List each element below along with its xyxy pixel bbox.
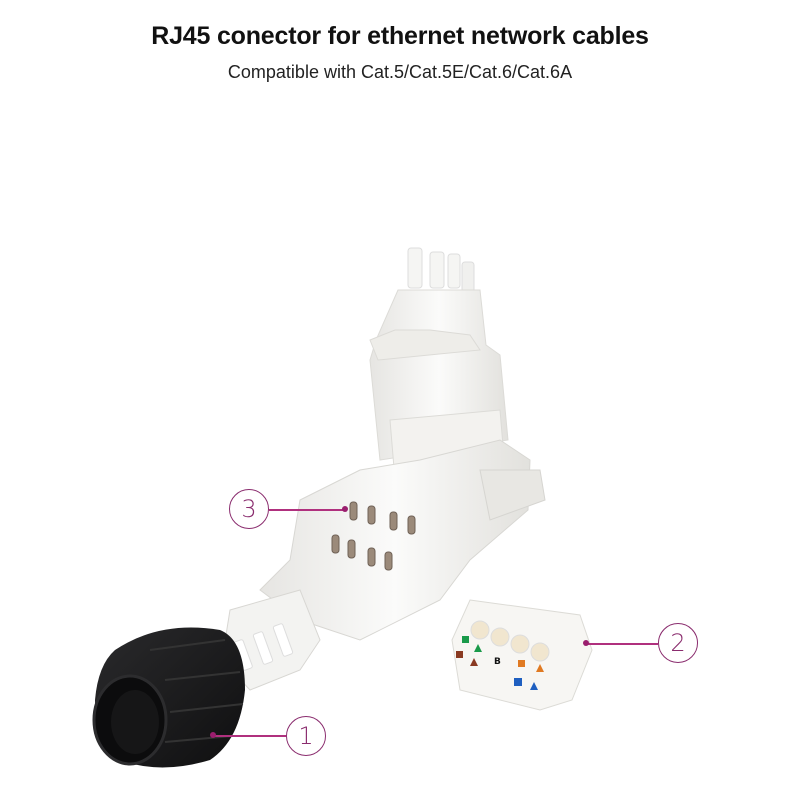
- page-title: RJ45 conector for ethernet network cable…: [151, 22, 649, 50]
- callout-2-anchor: [583, 640, 589, 646]
- connector-housing: [221, 439, 546, 691]
- wire-insert: B: [451, 599, 593, 711]
- callout-2-leader: [587, 643, 658, 645]
- callout-3-anchor: [342, 506, 348, 512]
- idc-contacts: [331, 501, 416, 571]
- callout-1-leader: [215, 735, 286, 737]
- callout-1-anchor: [210, 732, 216, 738]
- screw-cap: [92, 627, 245, 768]
- page-subtitle: Compatible with Cat.5/Cat.5E/Cat.6/Cat.6…: [227, 62, 573, 82]
- insert-label: B: [494, 657, 501, 667]
- callout-3: 3: [229, 489, 269, 529]
- callout-3-leader: [269, 509, 344, 511]
- callout-1: 1: [286, 716, 326, 756]
- callout-2: 2: [658, 623, 698, 663]
